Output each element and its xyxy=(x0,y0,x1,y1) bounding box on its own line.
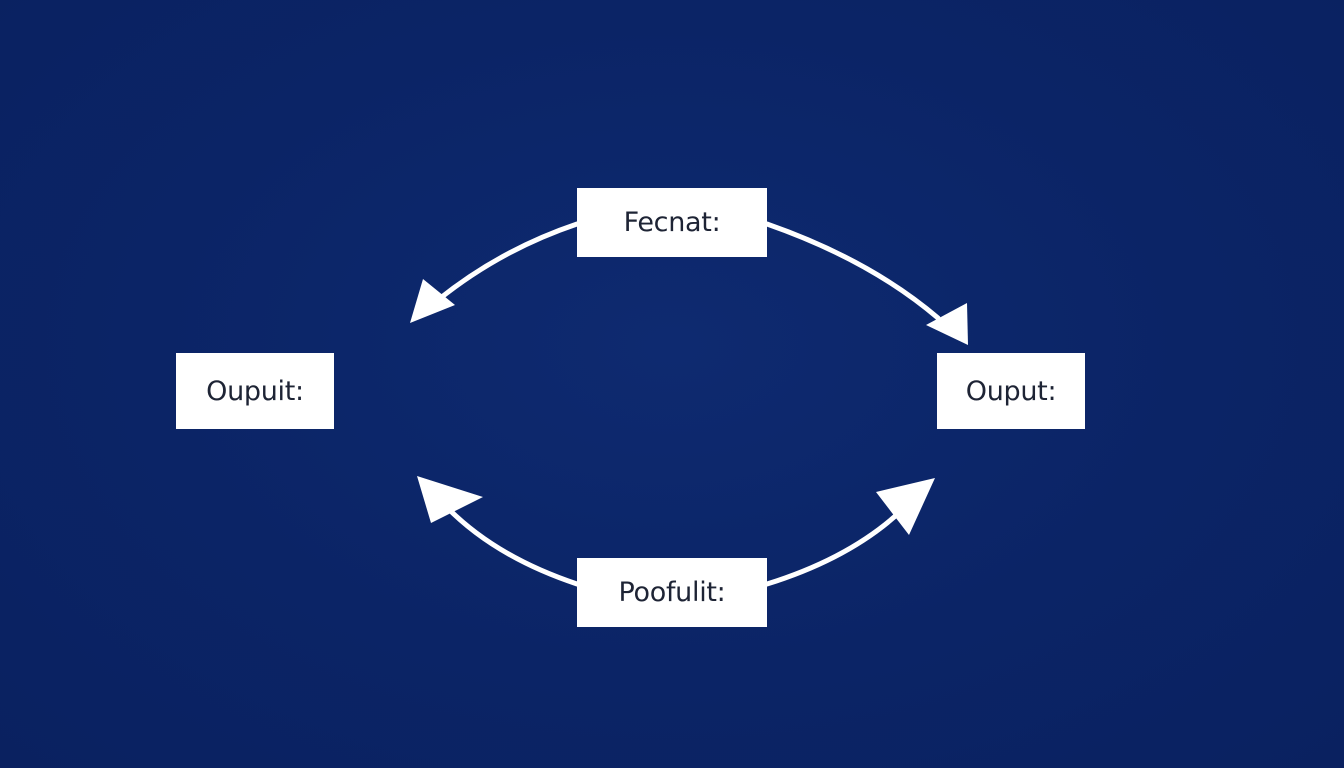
node-top: Fecnat: xyxy=(577,188,767,257)
node-top-label: Fecnat: xyxy=(623,207,721,238)
node-left: Oupuit: xyxy=(176,353,334,429)
arrowhead-top-right xyxy=(926,303,968,345)
node-right-label: Ouput: xyxy=(965,375,1057,407)
node-bottom-label: Poofulit: xyxy=(618,577,726,608)
arrowhead-bottom-right xyxy=(876,478,935,535)
arrow-bottom-to-right xyxy=(764,497,915,587)
arrow-top-to-right xyxy=(764,221,941,321)
arrowhead-top-left xyxy=(410,279,455,323)
node-left-label: Oupuit: xyxy=(206,375,304,407)
node-bottom: Poofulit: xyxy=(577,558,767,627)
arrow-top-to-left xyxy=(435,221,580,303)
arrowhead-bottom-left xyxy=(417,476,483,523)
node-right: Ouput: xyxy=(937,353,1085,429)
arrow-bottom-to-left xyxy=(437,497,580,587)
